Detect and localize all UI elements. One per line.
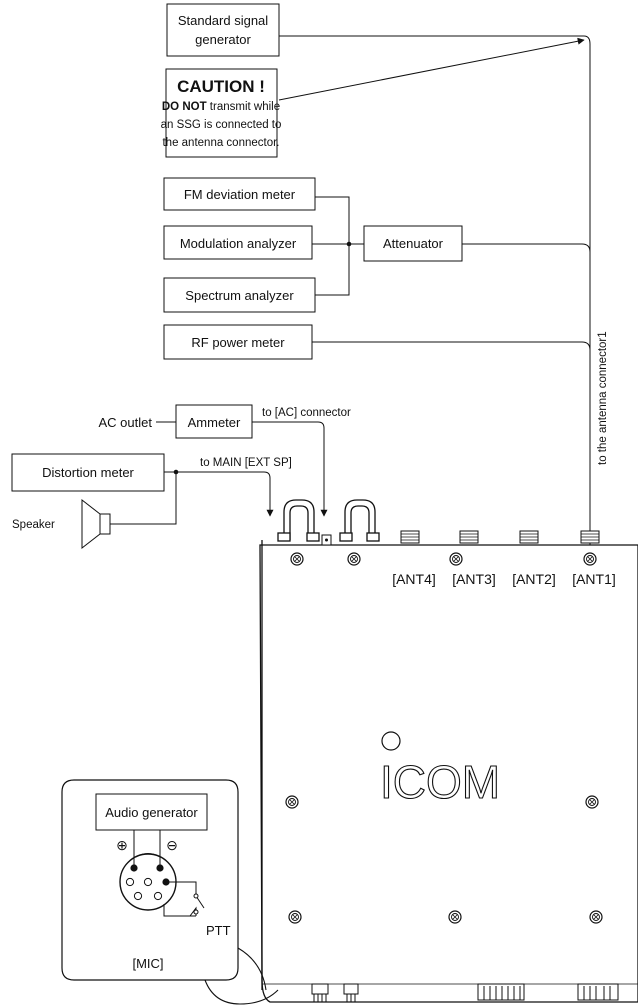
icom-logo: ICOM: [379, 731, 501, 809]
minus-terminal-icon: ⊖: [166, 837, 178, 853]
ext-sp-wire: [164, 471, 274, 517]
svg-text:FM deviation meter: FM deviation meter: [184, 187, 296, 202]
modulation-analyzer-box: Modulation analyzer: [163, 225, 313, 260]
plus-terminal-icon: ⊕: [116, 837, 128, 853]
ant1-jack: [580, 530, 600, 544]
caution-line-1: DO NOT transmit while: [162, 101, 280, 113]
svg-text:Distortion meter: Distortion meter: [42, 465, 134, 480]
caution-line-3: the antenna connector.: [162, 137, 279, 149]
ac-wire: [252, 421, 328, 517]
ant4-jack: [400, 530, 420, 544]
antenna-connector-label: to the antenna connector1: [597, 331, 609, 465]
spectrum-analyzer-box: Spectrum analyzer: [163, 277, 316, 313]
screw-icon: [449, 552, 463, 566]
svg-text:RF power meter: RF power meter: [191, 335, 285, 350]
screw-icon: [448, 910, 462, 924]
caution-pointer: [278, 37, 585, 101]
ant2-jack: [519, 530, 539, 544]
ssg-label-line2: generator: [195, 32, 251, 47]
speaker-label: Speaker: [12, 519, 55, 531]
fm-deviation-meter-box: FM deviation meter: [163, 177, 316, 211]
svg-text:Modulation analyzer: Modulation analyzer: [180, 236, 297, 251]
audio-generator-box: Audio generator: [95, 793, 208, 831]
screw-icon: [347, 552, 361, 566]
screw-icon: [285, 795, 299, 809]
ammeter-box: Ammeter: [175, 404, 253, 439]
screw-icon: [290, 552, 304, 566]
svg-text:Spectrum analyzer: Spectrum analyzer: [185, 288, 294, 303]
front-knobs: [311, 983, 619, 1002]
wiring: [110, 35, 594, 593]
rear-jumper-right: [339, 499, 380, 542]
caution-title: CAUTION !: [177, 77, 265, 96]
ssg-label-line1: Standard signal: [178, 13, 268, 28]
attenuator-box: Attenuator: [363, 225, 463, 262]
ssg-box: Standard signal generator: [166, 3, 280, 57]
mic-label: [MIC]: [132, 956, 163, 971]
ac-connector-label: to [AC] connector: [262, 407, 351, 419]
rf-power-meter-box: RF power meter: [163, 324, 313, 360]
ptt-label: PTT: [206, 923, 231, 938]
ant3-label: [ANT3]: [452, 571, 496, 587]
distortion-meter-box: Distortion meter: [11, 453, 165, 492]
screw-icon: [583, 552, 597, 566]
caution-line-2: an SSG is connected to: [161, 119, 282, 131]
screw-icon: [585, 795, 599, 809]
rear-jumper-left: [277, 499, 320, 542]
svg-text:Attenuator: Attenuator: [383, 236, 444, 251]
caution-box: CAUTION ! DO NOT transmit while an SSG i…: [161, 68, 282, 158]
screw-icon: [589, 910, 603, 924]
ant3-jack: [459, 530, 479, 544]
svg-text:Audio generator: Audio generator: [105, 805, 198, 820]
ext-sp-label: to MAIN [EXT SP]: [200, 457, 292, 469]
icom-brand-text: ICOM: [380, 756, 500, 808]
ac-outlet-label: AC outlet: [99, 415, 153, 430]
ssg-to-antenna-wire: [279, 35, 591, 593]
speaker-icon: [81, 498, 111, 550]
ant2-label: [ANT2]: [512, 571, 556, 587]
analyzer-bus: [315, 196, 350, 296]
ant1-label: [ANT1]: [572, 571, 616, 587]
screw-icon: [288, 910, 302, 924]
svg-text:Ammeter: Ammeter: [188, 415, 241, 430]
ant4-label: [ANT4]: [392, 571, 436, 587]
